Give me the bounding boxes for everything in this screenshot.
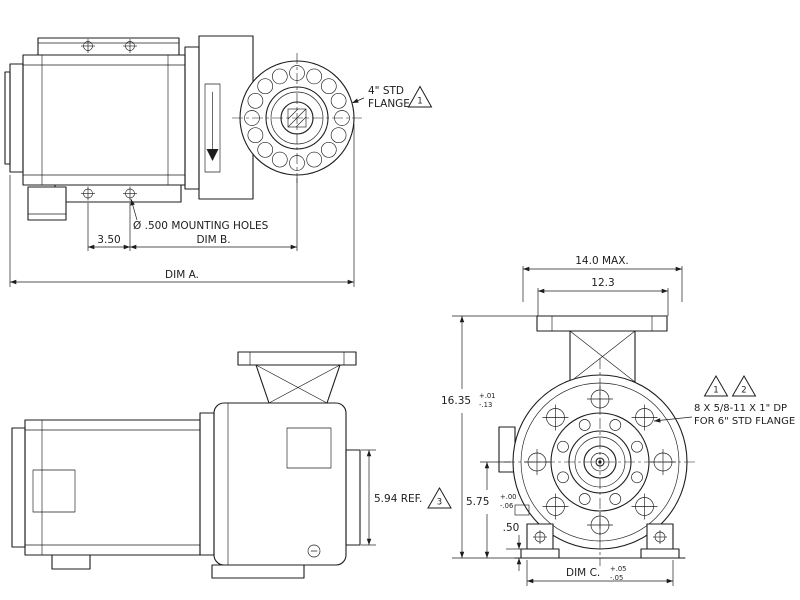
suction-flange-side: [237, 351, 357, 404]
dim-16-35-tol-minus: -.13: [479, 401, 492, 409]
bolt-note-line2: FOR 6" STD FLANGE: [694, 416, 795, 427]
tapped-holes: [524, 386, 676, 538]
dim-16-35-tol-plus: +.01: [479, 392, 496, 400]
flange-note-line2: FLANGE: [368, 98, 410, 110]
dimension-b: [130, 178, 298, 251]
pump-bracket: [198, 35, 254, 200]
note-triangle-1b-num: 1: [713, 386, 718, 396]
dimension-c: [526, 560, 674, 586]
dim-0-50-label: .50: [503, 522, 520, 534]
dim-c-tol-minus: -.05: [610, 574, 623, 582]
dimension-14-0: [522, 266, 683, 302]
mounting-bolt-holes: [81, 39, 137, 201]
note-triangle-1: [407, 85, 433, 108]
top-flange-front: [498, 315, 668, 473]
dimension-0-50: [506, 535, 522, 571]
dimension-16-35: [452, 315, 537, 559]
note-triangle-2-num: 2: [741, 386, 746, 396]
note-triangle-3: [427, 486, 452, 509]
dim-a-label: DIM A.: [165, 269, 199, 281]
side-view-top-annotations: 4" STD FLANGE 1 Ø .500 MOUNTING HOLES 3.…: [9, 85, 433, 287]
dim-c-label: DIM C.: [566, 567, 600, 579]
dimension-12-3: [537, 288, 669, 316]
mounting-holes-leader: [130, 198, 138, 221]
feet-front: [514, 523, 686, 559]
bolt-note-line1: 8 X 5/8-11 X 1" DP: [694, 403, 787, 414]
motor-outline: [4, 37, 200, 221]
suction-flange-face: [232, 53, 362, 183]
note-triangle-1-num: 1: [417, 97, 422, 107]
dim-b-label: DIM B.: [196, 234, 230, 246]
dimension-5-94: 5.94 REF. 3: [361, 449, 452, 546]
drain-plug: [307, 544, 321, 558]
flange-leader-line: [351, 97, 365, 104]
note-triangle-3-num: 3: [437, 498, 442, 508]
dim-5-75-tol-plus: +.00: [500, 493, 517, 501]
drain-plug-front: [514, 504, 530, 516]
front-view-dimensions: 14.0 MAX. 12.3 16.35 +.01 -.13 5.75: [441, 255, 683, 586]
dim-5-75-tol-minus: -.06: [500, 502, 513, 510]
casing-face: [504, 358, 696, 566]
dim-c-tol-plus: +.05: [610, 565, 627, 573]
mounting-holes-note: Ø .500 MOUNTING HOLES: [133, 220, 269, 232]
casing-bolts: [557, 419, 643, 505]
flange-note-line1: 4" STD: [368, 85, 404, 97]
flow-arrow-icon: [206, 149, 219, 161]
motor-outline-bottom: [11, 419, 201, 570]
dimension-a: [9, 124, 355, 287]
note-triangle-1b: [703, 374, 729, 397]
note-triangle-2: [731, 374, 757, 397]
side-view-top: 4" STD FLANGE 1 Ø .500 MOUNTING HOLES 3.…: [4, 35, 433, 287]
bolt-note: 1 2 8 X 5/8-11 X 1" DP FOR 6" STD FLANGE: [653, 374, 795, 427]
dim-3-50-label: 3.50: [97, 234, 120, 246]
dimension-5-75: [480, 461, 511, 558]
front-view: 14.0 MAX. 12.3 16.35 +.01 -.13 5.75: [441, 255, 795, 586]
ref-5-94-label: 5.94 REF.: [374, 493, 422, 505]
dim-14-0-label: 14.0 MAX.: [575, 255, 629, 267]
bolt-note-leader: [653, 416, 693, 423]
pump-casing: [199, 402, 361, 579]
dim-16-35-label: 16.35: [441, 395, 471, 407]
side-view-bottom: 5.94 REF. 3: [11, 351, 452, 579]
dimension-3-50: [87, 203, 131, 251]
dim-12-3-label: 12.3: [591, 277, 614, 289]
dim-5-75-label: 5.75: [466, 496, 489, 508]
